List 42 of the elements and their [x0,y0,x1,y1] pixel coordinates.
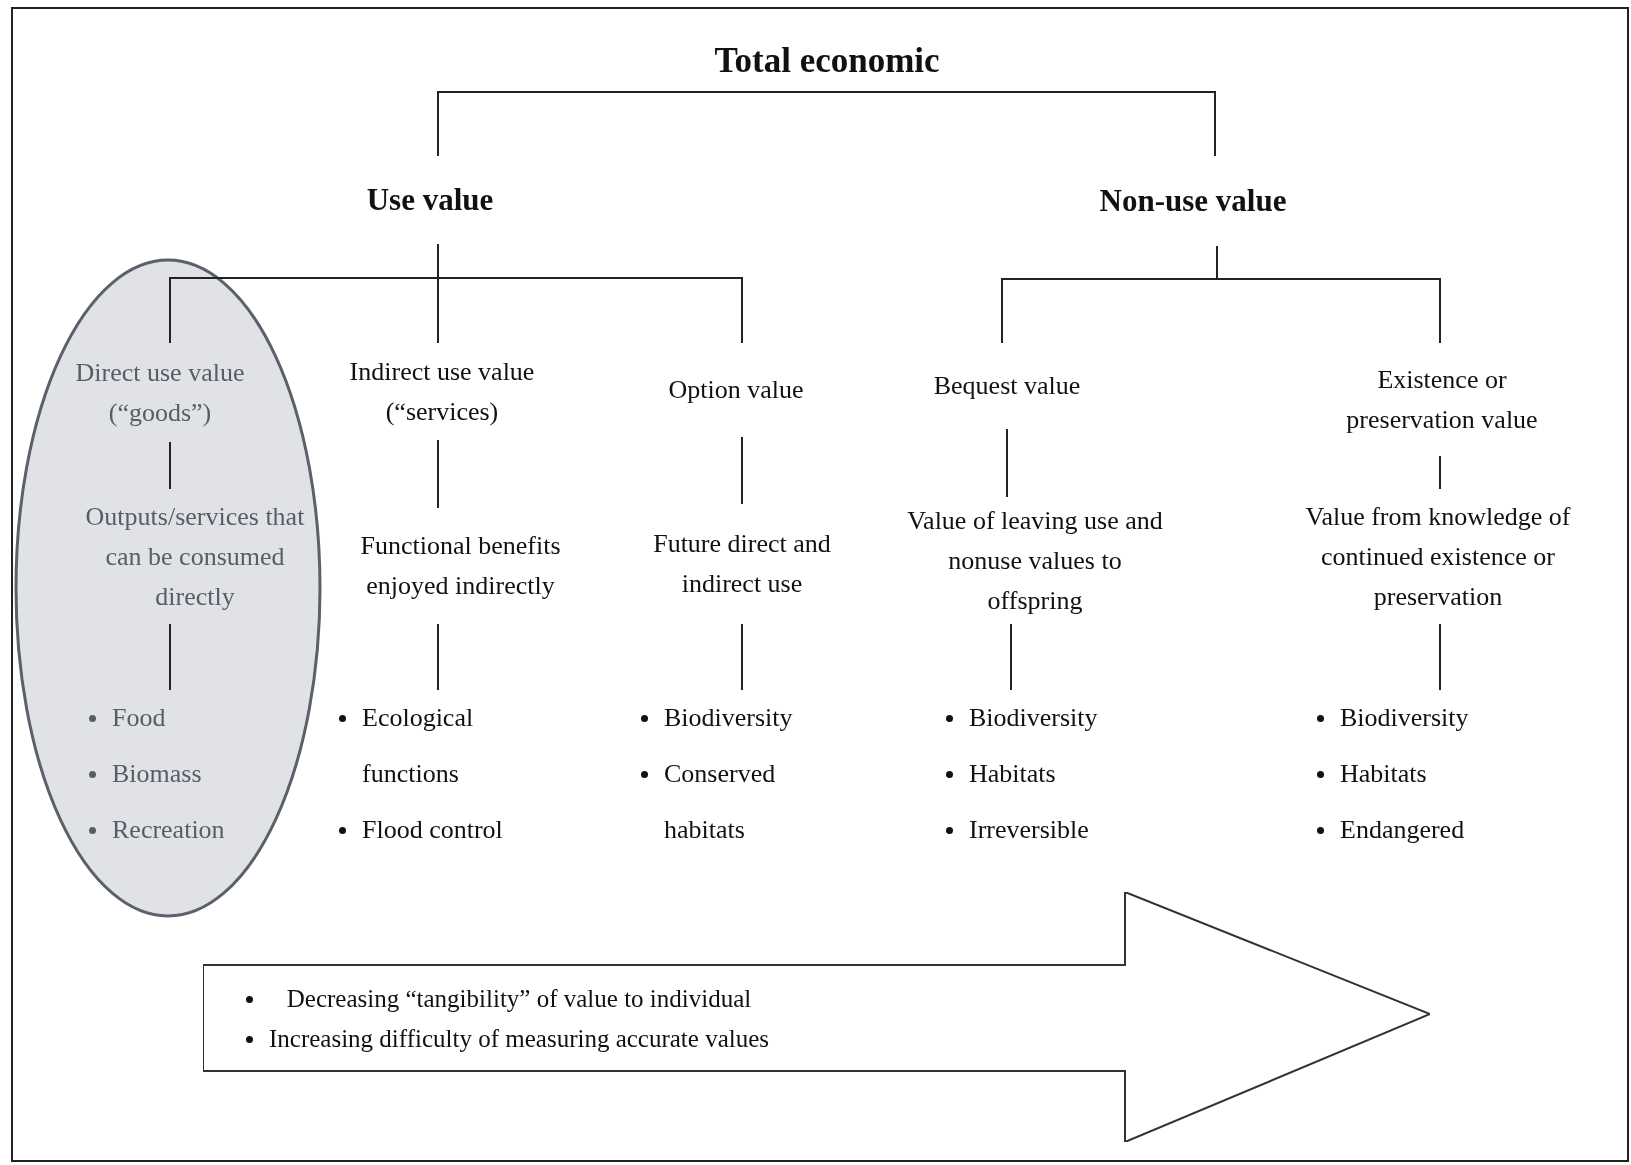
connector-line [437,623,439,691]
list-item: Flood control [336,802,503,858]
list-item: Conserved habitats [638,746,828,858]
connector-line [437,91,828,157]
node-label: Functional benefits enjoyed indirectly [359,530,562,602]
list-item: Food [86,690,166,746]
list-item: Biodiversity [943,690,1098,746]
node-label: Value from knowledge of continued existence or preservation [1304,500,1572,613]
connector-line [1216,245,1441,344]
connector-line [169,623,171,691]
connector-line [1006,428,1008,498]
list-item: Endangered [1314,802,1465,858]
category-label: Use value [366,181,494,219]
connector-line [1010,623,1012,691]
node-label: Value of leaving use and nonuse values to offspring [906,504,1164,617]
node-label: Existence or preservation value [1345,363,1539,436]
list-item: Ecological functions [336,690,536,802]
list-item: Biomass [86,746,202,802]
list-item: Habitats [1314,746,1427,802]
node-label: Indirect use value (“services) [348,355,536,428]
connector-line [437,243,743,344]
list-item: Increasing difficulty of measuring accurate values [243,1019,770,1059]
node-label: Direct use value (“goods”) [74,356,246,429]
list-item: Recreation [86,802,225,858]
connector-line [1439,455,1441,490]
connector-line [1439,623,1441,691]
connector-line [826,91,1216,157]
list-item: Biodiversity [638,690,793,746]
connector-line [169,441,171,490]
node-label: Option value [668,374,804,406]
heading-label: Total economic [714,40,940,82]
node-label: Outputs/services that can be consumed directly [84,500,306,613]
category-label: Non-use value [1099,182,1287,220]
node-label: Bequest value [933,370,1081,402]
node-label: Future direct and indirect use [652,528,832,600]
connector-line [741,436,743,505]
connector-line [741,623,743,691]
list-item: Decreasing “tangibility” of value to individual [243,979,770,1019]
list-item: Habitats [943,746,1056,802]
connector-line [437,439,439,509]
list-item: Irreversible [943,802,1089,858]
list-item: Biodiversity [1314,690,1469,746]
